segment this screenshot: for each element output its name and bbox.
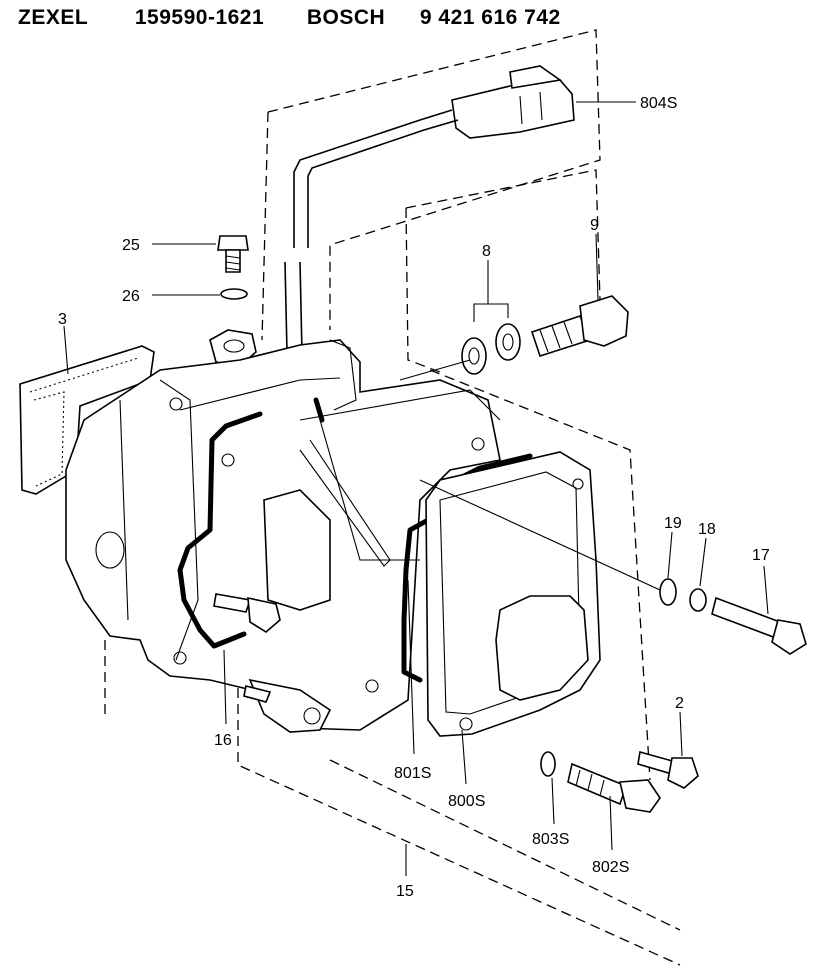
callout-15: 15: [396, 883, 414, 900]
bolt-25-and-washer-26: [152, 235, 257, 367]
bolt-17-washers-18-19: [419, 479, 807, 655]
callout-800s: 800S: [448, 793, 485, 810]
callout-804s: 804S: [640, 95, 677, 112]
governor-housing: [65, 339, 501, 733]
callout-labels: 804S 25 26 3 8 9 19 18 17 2 16 801S 800S…: [58, 95, 770, 900]
diagram-header: ZEXEL 159590-1621 BOSCH 9 421 616 742: [18, 6, 561, 30]
callout-803s: 803S: [532, 831, 569, 848]
leader-lines: [223, 579, 467, 876]
callout-801s: 801S: [394, 765, 431, 782]
callout-2: 2: [675, 695, 684, 712]
callout-25: 25: [122, 237, 140, 254]
callout-17: 17: [752, 547, 770, 564]
bosch-part-number: 9 421 616 742: [419, 6, 561, 29]
gasket-3: [19, 325, 155, 495]
callout-16: 16: [214, 732, 232, 749]
brand-label: BOSCH: [306, 6, 386, 29]
callout-9: 9: [590, 217, 599, 234]
zexel-part-number: 159590-1621: [134, 6, 265, 29]
callout-19: 19: [664, 515, 682, 532]
bolt-9-and-washers-8: [399, 233, 629, 381]
callout-802s: 802S: [592, 859, 629, 876]
callout-3: 3: [58, 311, 67, 328]
maker-label: ZEXEL: [18, 6, 89, 29]
bolt-2: [637, 711, 699, 789]
callout-18: 18: [698, 521, 716, 538]
callout-26: 26: [122, 288, 140, 305]
studs-lower: [213, 593, 281, 703]
bolt-802s-washer-803s: [540, 751, 661, 851]
callout-8: 8: [482, 243, 491, 260]
gasket-16: [177, 397, 325, 649]
cover-800s: [425, 451, 601, 737]
